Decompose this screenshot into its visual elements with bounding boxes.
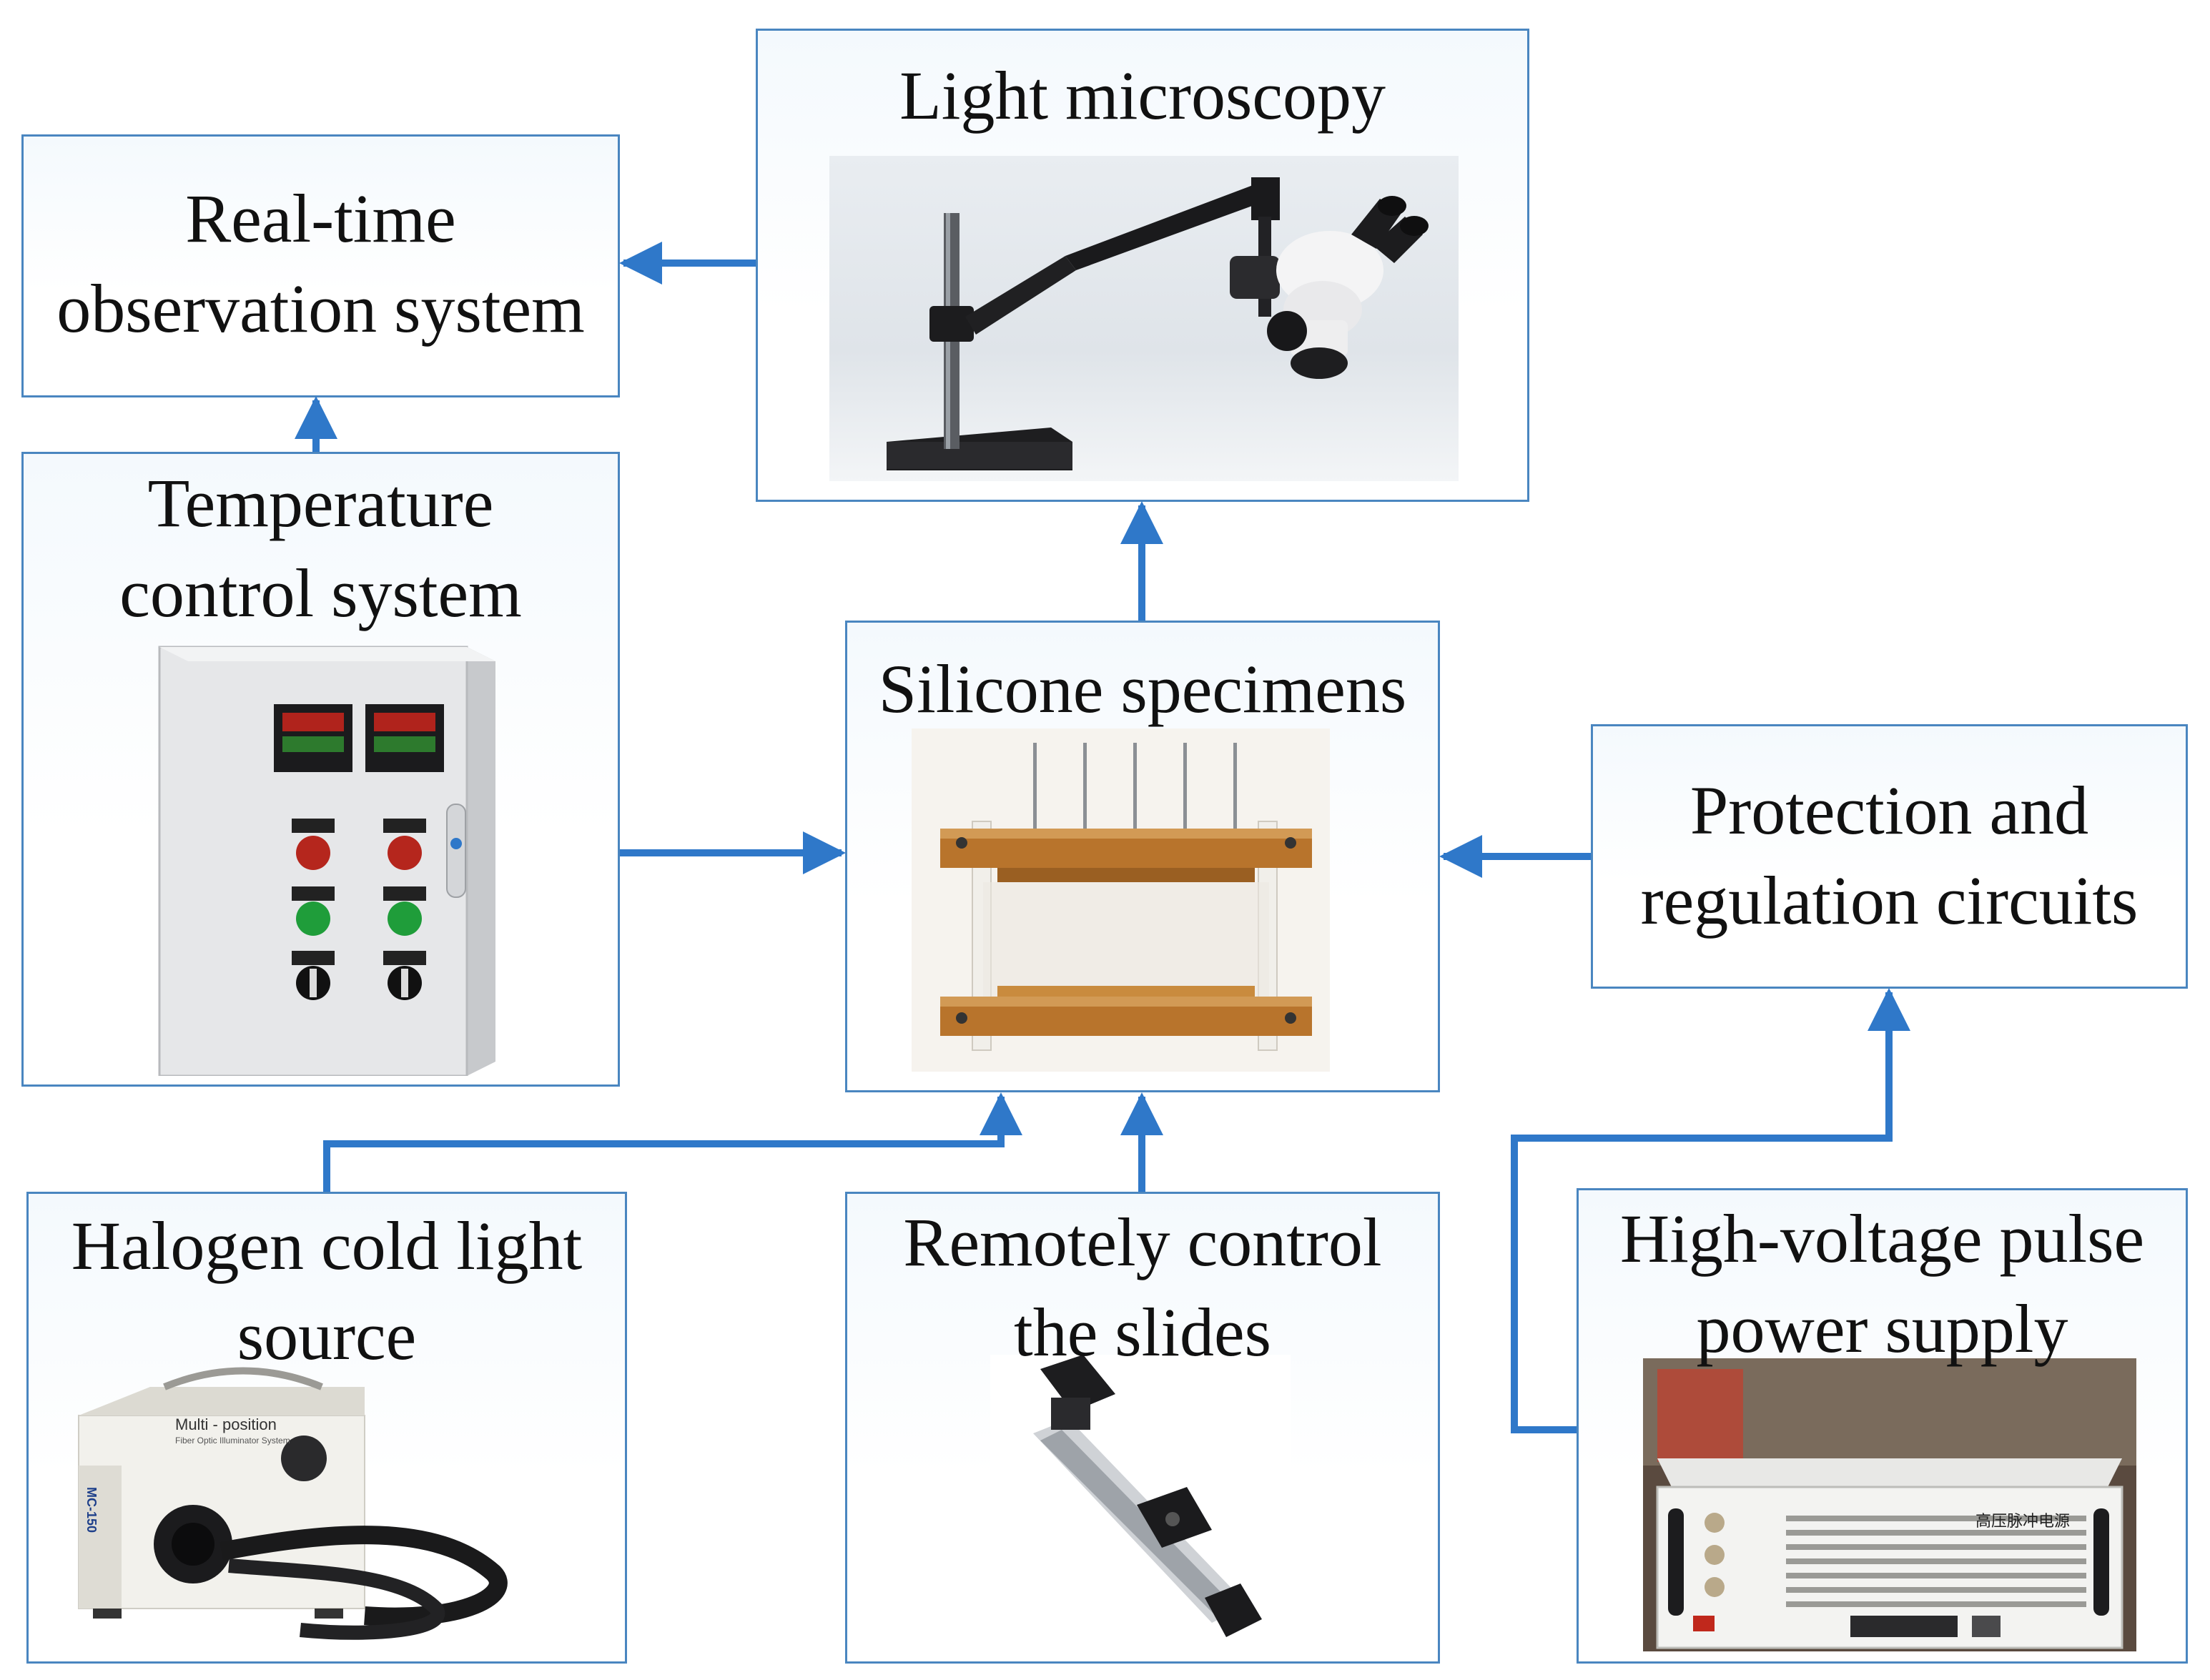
light-microscopy-box: Light microscopy bbox=[756, 29, 1529, 502]
realtime-observation-box: Real-time observation system bbox=[21, 134, 620, 397]
arrow-halogen-to-specimens bbox=[323, 1092, 1022, 1192]
hv-panel-label: 高压脉冲电源 bbox=[1975, 1513, 2071, 1531]
linear-slide-photo bbox=[990, 1355, 1291, 1648]
specimen-fixture-photo bbox=[912, 728, 1330, 1072]
hv-pulse-power-box: High-voltage pulse power supply bbox=[1577, 1188, 2188, 1664]
light-microscopy-title: Light microscopy bbox=[899, 57, 1386, 134]
hv-pulse-power-title: High-voltage pulse power supply bbox=[1619, 1200, 2145, 1367]
silicone-specimens-box: Silicone specimens bbox=[845, 621, 1440, 1092]
halogen-light-title: Halogen cold light source bbox=[71, 1207, 583, 1374]
temperature-control-title: Temperature control system bbox=[119, 465, 522, 631]
microscope-photo bbox=[829, 156, 1459, 481]
power-supply-photo bbox=[1643, 1358, 2136, 1651]
protection-regulation-title: Protection and regulation circuits bbox=[1640, 772, 2139, 939]
halogen-illuminator-photo bbox=[64, 1337, 522, 1644]
halogen-brand-label: Multi - position bbox=[175, 1415, 277, 1433]
temperature-control-box: Temperature control system bbox=[21, 452, 620, 1087]
remote-slides-title: Remotely control the slides bbox=[903, 1204, 1382, 1370]
remote-slides-box: Remotely control the slides bbox=[845, 1192, 1440, 1664]
halogen-model-label: MC-150 bbox=[84, 1487, 99, 1533]
silicone-specimens-title: Silicone specimens bbox=[878, 651, 1407, 727]
realtime-observation-title: Real-time observation system bbox=[56, 180, 585, 347]
control-cabinet-photo bbox=[138, 626, 510, 1076]
halogen-sub-label: Fiber Optic Illuminator System bbox=[175, 1436, 290, 1446]
halogen-light-box: Halogen cold light source Multi - positi… bbox=[26, 1192, 627, 1664]
protection-regulation-box: Protection and regulation circuits bbox=[1591, 724, 2188, 989]
